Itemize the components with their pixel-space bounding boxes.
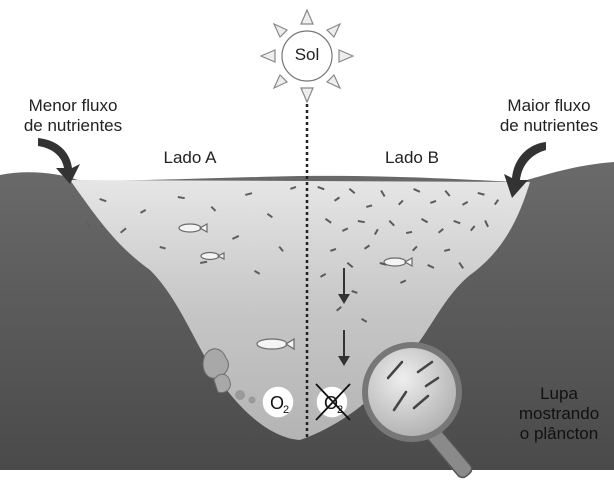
side-b-label: Lado B bbox=[372, 148, 452, 168]
oxygen-bubble-a: O 2 bbox=[262, 386, 294, 418]
side-a-label: Lado A bbox=[150, 148, 230, 168]
oxygen-subscript-a: 2 bbox=[283, 404, 289, 416]
right-flow-line1: Maior fluxo bbox=[488, 96, 610, 116]
left-flow-line2: de nutrientes bbox=[12, 116, 134, 136]
magnifier-line2: mostrando bbox=[506, 404, 612, 424]
sun-label: Sol bbox=[282, 45, 332, 65]
magnifier-line3: o plâncton bbox=[506, 424, 612, 444]
magnifier-line1: Lupa bbox=[506, 384, 612, 404]
right-flow-line2: de nutrientes bbox=[488, 116, 610, 136]
oxygen-symbol-a: O bbox=[270, 393, 284, 413]
magnifier-label: Lupa mostrando o plâncton bbox=[506, 384, 612, 444]
oxygen-bubble-b: O 2 bbox=[316, 384, 350, 420]
left-flow-label: Menor fluxo de nutrientes bbox=[12, 96, 134, 136]
right-flow-label: Maior fluxo de nutrientes bbox=[488, 96, 610, 136]
left-flow-line1: Menor fluxo bbox=[12, 96, 134, 116]
